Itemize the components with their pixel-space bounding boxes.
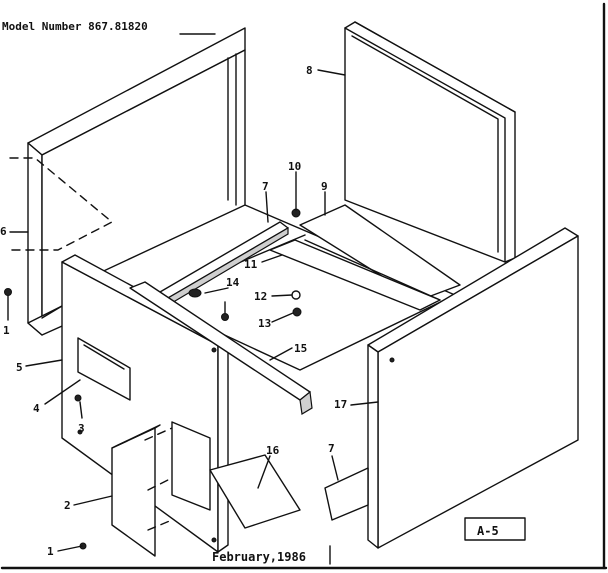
left-side-panel	[9, 27, 246, 336]
callout-1a: 1	[3, 324, 10, 337]
screw-icon	[4, 288, 12, 296]
leader-16	[257, 455, 271, 489]
access-cover-edge	[111, 424, 161, 449]
leader-14	[204, 287, 229, 294]
callout-2: 2	[64, 499, 71, 512]
screw-hole-icon	[77, 429, 83, 435]
screw-icon	[74, 394, 82, 402]
left-panel-bottom-line	[41, 305, 63, 319]
page-ref-box	[464, 517, 526, 541]
callout-13: 13	[258, 317, 271, 330]
callout-15: 15	[294, 342, 307, 355]
callout-7b: 7	[328, 442, 335, 455]
callout-5: 5	[16, 361, 23, 374]
callout-3: 3	[78, 422, 85, 435]
date-label: February,1986	[212, 550, 306, 564]
screw-hole-icon	[389, 357, 395, 363]
callout-leaders	[7, 69, 379, 552]
callout-9: 9	[321, 180, 328, 193]
page-ref-label: A-5	[477, 524, 499, 538]
callout-17: 17	[334, 398, 347, 411]
leader-11	[261, 254, 283, 263]
cross-brace-end	[299, 390, 313, 415]
callout-16: 16	[266, 444, 280, 457]
callout-8: 8	[306, 64, 313, 77]
access-cover-dash-1	[144, 427, 173, 441]
rear-panel-face	[344, 27, 506, 263]
left-panel-front-edge	[27, 142, 43, 336]
access-cover	[111, 421, 211, 557]
callout-4: 4	[33, 402, 40, 415]
control-plate	[77, 337, 131, 401]
front-panel-side-flange	[217, 337, 229, 553]
right-panel-bottom-flange	[324, 467, 369, 521]
leader-5	[25, 359, 63, 367]
leader-13	[271, 312, 294, 323]
leader-15	[269, 347, 293, 361]
nut-icon	[292, 307, 302, 317]
rear-panel	[344, 21, 516, 263]
bottom-bracket	[209, 454, 301, 529]
leader-8	[317, 69, 346, 76]
access-cover-dash-3	[147, 519, 173, 531]
leader-3	[79, 401, 83, 419]
rear-panel-top-edge	[354, 21, 516, 113]
washer-icon	[291, 290, 301, 300]
nut-icon	[221, 313, 229, 321]
leader-4	[44, 379, 81, 405]
leader-2	[73, 495, 113, 506]
callout-14: 14	[226, 276, 240, 289]
callout-1b: 1	[47, 545, 54, 558]
alignment-dash-left	[9, 157, 113, 251]
leader-7a	[265, 191, 269, 223]
rear-panel-inner-edge	[351, 35, 499, 253]
leader-12	[271, 294, 293, 297]
model-number-label: Model Number 867.81820	[2, 20, 148, 33]
access-cover-dash-2	[147, 477, 173, 491]
callout-12: 12	[254, 290, 267, 303]
right-side-panel	[324, 227, 579, 549]
leader-7b	[331, 455, 339, 481]
callout-6: 6	[0, 225, 7, 238]
callout-10: 10	[288, 160, 301, 173]
leader-1b	[57, 545, 83, 552]
side-rail-11	[269, 239, 441, 311]
control-plate-line	[83, 344, 125, 370]
screw-hole-icon	[211, 537, 217, 543]
right-panel-front-edge	[367, 344, 379, 549]
access-cover-plate	[111, 427, 156, 557]
callout-labels: 6 1 5 4 3 2 1 8 7 10 9 11 12 13 14 15 16…	[0, 64, 347, 558]
callout-11: 11	[244, 258, 258, 271]
leader-17	[350, 401, 379, 406]
callout-7a: 7	[262, 180, 269, 193]
screw-hole-icon	[211, 347, 217, 353]
access-opening	[171, 421, 211, 511]
bushing-icon	[188, 288, 202, 298]
